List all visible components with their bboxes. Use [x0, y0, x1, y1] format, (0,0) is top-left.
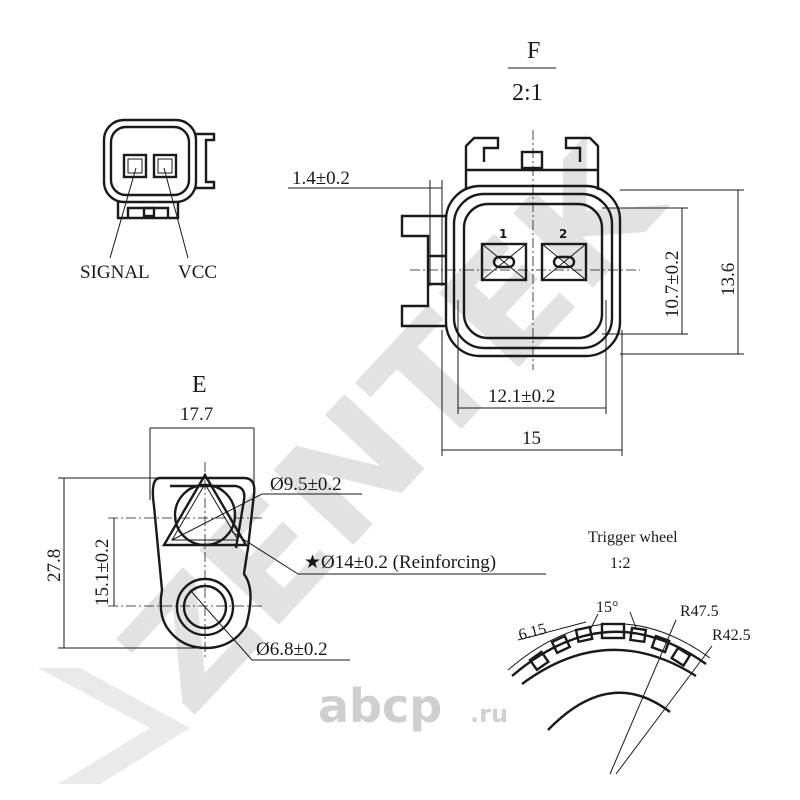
wheel-tooth-gap	[600, 622, 626, 640]
wheel-hub-arc	[547, 691, 671, 731]
site-watermark: abcp .ru	[318, 679, 508, 733]
connector-front-view: SIGNAL VCC	[80, 118, 217, 283]
leader-hole-upper	[171, 493, 263, 541]
site-watermark-tld: .ru	[470, 700, 508, 728]
connector-pin-cavity-signal	[122, 153, 148, 179]
dim-outer-height-label: 13.6	[718, 263, 739, 296]
wheel-tooth	[628, 626, 648, 644]
wheel-angle-line-b	[629, 611, 637, 629]
dim-outer-width-label: 15	[522, 428, 541, 449]
bracket-inner-outline	[170, 484, 246, 549]
view-f-scale: 2:1	[512, 80, 543, 106]
connector-inner-shell	[109, 125, 191, 197]
view-f-pin-1-cavity	[480, 242, 528, 282]
bracket-triangle-boss	[161, 472, 249, 547]
view-f: F 2:1 1 2 1.4±0.2	[288, 38, 744, 456]
view-f-title: F	[527, 38, 540, 64]
dim-width-label: 17.7	[180, 404, 213, 425]
view-f-pin-2-label: 2	[559, 227, 567, 241]
watermark-chevron	[38, 668, 190, 784]
dim-inner-width-label: 12.1±0.2	[488, 386, 555, 407]
view-f-pin-1-label: 1	[499, 227, 507, 241]
view-f-pin-1-terminal	[492, 255, 516, 269]
leader-hole-lower	[189, 589, 253, 661]
view-f-pin-2-terminal	[552, 255, 576, 269]
dim-inner-height-label: 10.7±0.2	[662, 251, 683, 318]
view-f-pin-2-diag-b	[541, 243, 587, 281]
dim-tooth-label: 6.15	[517, 621, 548, 644]
vcc-leader	[163, 167, 189, 259]
vcc-label: VCC	[178, 262, 217, 283]
dim-hole-lower-label: Ø6.8±0.2	[256, 639, 328, 660]
view-f-top-latch	[464, 136, 600, 190]
trigger-wheel-title: Trigger wheel	[588, 529, 678, 546]
connector-key	[142, 206, 156, 218]
view-f-pin-2-cavity	[540, 242, 588, 282]
view-f-side-latch	[400, 214, 446, 328]
dim-length-label: 27.8	[44, 549, 65, 582]
bracket-outline	[151, 476, 256, 650]
dim-center-distance-label: 15.1±0.2	[92, 539, 113, 606]
trigger-wheel: Trigger wheel 1:2 6.15 15° R47.5 R42.5	[507, 529, 751, 775]
site-watermark-name: abcp	[318, 679, 442, 733]
view-f-pin-1-diag-b	[481, 243, 527, 281]
wheel-inner-arc	[521, 648, 697, 685]
wheel-tooth	[574, 625, 594, 644]
wheel-radius-leader-a	[609, 619, 677, 775]
dim-flange-label: 1.4±0.2	[292, 168, 350, 189]
wheel-angle-line-a	[589, 613, 599, 631]
connector-outer-shell	[102, 118, 198, 204]
view-e: E 17.7 27.8 15.1±0.2 Ø9.5±0.2 ★Ø	[44, 372, 546, 661]
trigger-wheel-scale: 1:2	[610, 555, 630, 572]
connector-pin-cavity-vcc	[152, 153, 178, 179]
leader-reinforcing	[231, 531, 299, 575]
wheel-tooth	[528, 650, 551, 672]
wheel-tooth	[650, 634, 671, 654]
signal-leader	[109, 167, 137, 259]
view-f-top-key	[520, 150, 544, 170]
wheel-tooth	[669, 646, 692, 668]
view-e-title: E	[192, 372, 207, 398]
wheel-tooth	[550, 634, 572, 655]
dim-inner-radius-label: R42.5	[712, 627, 751, 644]
signal-label: SIGNAL	[80, 262, 150, 283]
connector-side-latch	[196, 132, 216, 190]
wheel-tooth-dim-line	[517, 621, 587, 641]
dim-hole-upper-label: Ø9.5±0.2	[270, 474, 342, 495]
dim-outer-radius-label: R47.5	[680, 603, 719, 620]
wheel-radius-leader-b	[615, 645, 713, 775]
wheel-teeth	[528, 622, 692, 672]
dim-reinforcing-label: ★Ø14±0.2 (Reinforcing)	[304, 552, 496, 573]
dim-angle-label: 15°	[596, 599, 618, 616]
